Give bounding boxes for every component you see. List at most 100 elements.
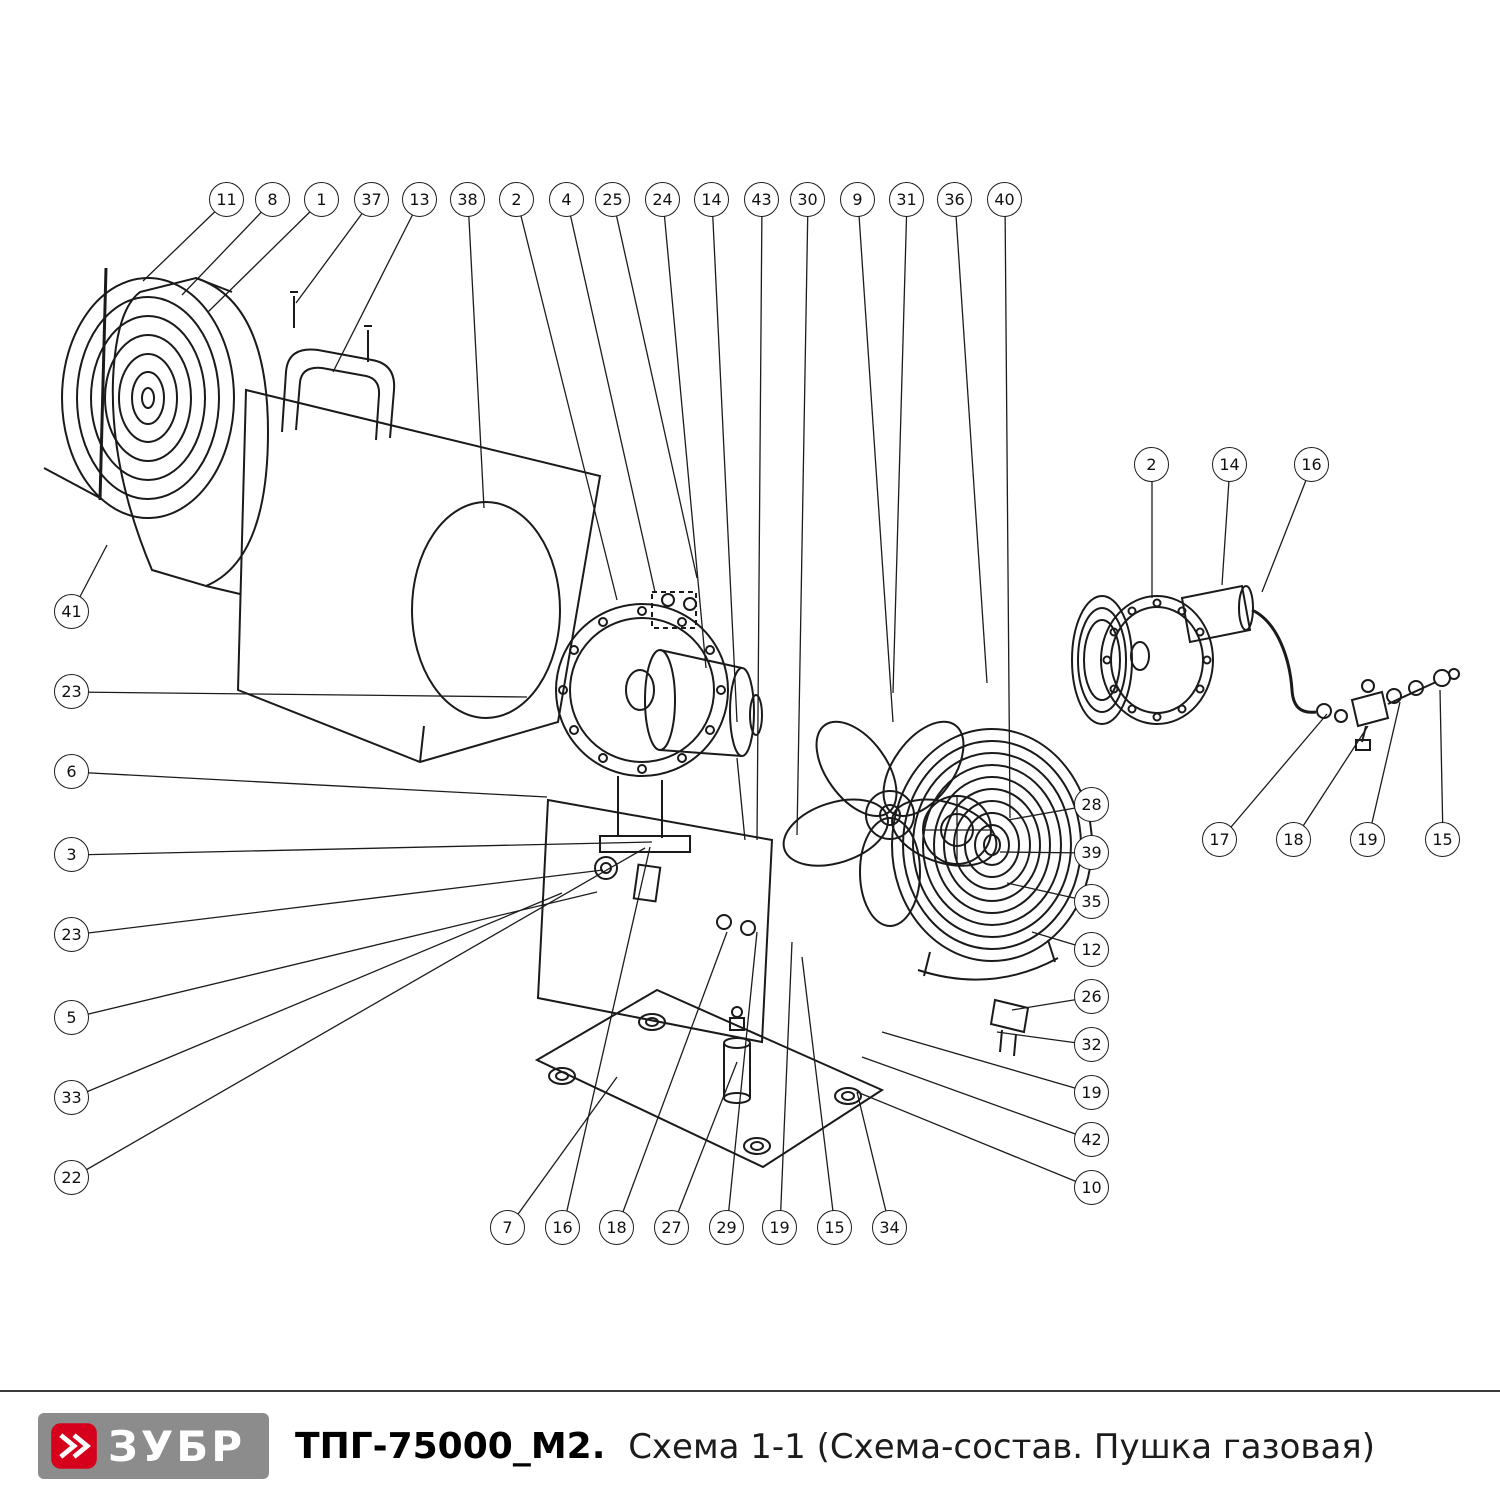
leader-line <box>756 199 763 841</box>
drawing-caption: ТПГ-75000_М2. Схема 1-1 (Схема-состав. П… <box>295 1426 1375 1467</box>
carry-handle <box>281 291 396 441</box>
leader-line <box>71 891 598 1019</box>
callout-balloon-19: 19 <box>1074 1075 1109 1110</box>
callout-balloon-7: 7 <box>490 1210 525 1245</box>
leader-line <box>892 199 908 694</box>
callout-balloon-43: 43 <box>744 182 779 217</box>
zubr-logo: ЗУБР <box>38 1413 270 1479</box>
leader-line <box>71 847 646 1179</box>
callout-balloon-9: 9 <box>840 182 875 217</box>
leader-line <box>1293 725 1369 841</box>
callout-balloon-4: 4 <box>549 182 584 217</box>
leader-line <box>954 199 988 684</box>
callout-balloon-6: 6 <box>54 754 89 789</box>
exploded-drawing <box>43 267 1460 1169</box>
leader-line <box>1221 464 1231 586</box>
callout-balloon-27: 27 <box>654 1210 689 1245</box>
callout-balloon-34: 34 <box>872 1210 907 1245</box>
callout-balloon-1: 1 <box>304 182 339 217</box>
callout-balloon-36: 36 <box>937 182 972 217</box>
callout-balloon-32: 32 <box>1074 1027 1109 1062</box>
callout-balloon-12: 12 <box>1074 932 1109 967</box>
leader-line <box>181 199 274 296</box>
callout-balloon-35: 35 <box>1074 884 1109 919</box>
front-guard-grille <box>43 267 235 519</box>
leader-line <box>562 846 651 1229</box>
callout-balloon-41: 41 <box>54 594 89 629</box>
scheme-title: Схема 1-1 (Схема-состав. Пушка газовая) <box>628 1426 1376 1467</box>
callout-balloon-16: 16 <box>545 1210 580 1245</box>
callout-balloon-14: 14 <box>694 182 729 217</box>
callout-balloon-28: 28 <box>1074 787 1109 822</box>
leader-line <box>779 941 793 1229</box>
callout-balloon-18: 18 <box>1276 822 1311 857</box>
callout-balloon-10: 10 <box>1074 1170 1109 1205</box>
leader-line <box>71 892 563 1099</box>
leader-line <box>142 199 228 282</box>
brand-name: ЗУБР <box>108 1421 246 1471</box>
leader-line <box>71 841 653 856</box>
control-box <box>536 798 774 1044</box>
leader-line <box>566 199 656 593</box>
leader-line <box>295 199 373 304</box>
leader-line <box>612 199 698 579</box>
callout-balloon-26: 26 <box>1074 979 1109 1014</box>
callout-balloon-11: 11 <box>209 182 244 217</box>
callout-balloon-29: 29 <box>709 1210 744 1245</box>
callout-balloon-19: 19 <box>1350 822 1385 857</box>
callout-balloon-42: 42 <box>1074 1122 1109 1157</box>
callout-balloon-3: 3 <box>54 837 89 872</box>
leader-line <box>726 931 758 1229</box>
leader-line <box>207 199 323 313</box>
leader-line <box>671 1061 738 1229</box>
callout-balloon-31: 31 <box>889 182 924 217</box>
leader-line <box>332 199 421 373</box>
leader-line <box>856 1091 1093 1189</box>
callout-balloon-8: 8 <box>255 182 290 217</box>
model-number: ТПГ-75000_М2. <box>295 1425 606 1467</box>
power-plug <box>989 998 1030 1057</box>
footer: ЗУБР ТПГ-75000_М2. Схема 1-1 (Схема-сост… <box>0 1390 1500 1500</box>
leader-line <box>801 956 836 1229</box>
leader-line <box>1367 701 1401 841</box>
leader-line <box>1219 713 1328 841</box>
leader-line <box>856 1091 891 1229</box>
leader-line <box>1261 464 1313 593</box>
leader-line <box>861 1056 1093 1141</box>
callout-balloon-24: 24 <box>645 182 680 217</box>
callout-balloon-40: 40 <box>987 182 1022 217</box>
leader-line <box>1439 689 1444 841</box>
leader-line <box>71 869 604 936</box>
callout-balloon-30: 30 <box>790 182 825 217</box>
callout-balloon-25: 25 <box>595 182 630 217</box>
leader-line <box>881 1031 1093 1094</box>
leader-lines <box>71 199 1444 1229</box>
body-shell <box>236 388 602 764</box>
callout-balloon-17: 17 <box>1202 822 1237 857</box>
callout-balloon-15: 15 <box>1425 822 1460 857</box>
detail-burner-subassembly <box>1071 584 1254 725</box>
callout-balloon-14: 14 <box>1212 447 1247 482</box>
callout-balloon-23: 23 <box>54 674 89 709</box>
callout-balloon-5: 5 <box>54 1000 89 1035</box>
leader-line <box>507 1076 618 1229</box>
callout-balloon-33: 33 <box>54 1080 89 1115</box>
callout-balloon-37: 37 <box>354 182 389 217</box>
leader-line <box>71 691 528 698</box>
callout-balloon-13: 13 <box>402 182 437 217</box>
gas-valve-cylinder <box>723 1006 751 1104</box>
callout-balloon-38: 38 <box>450 182 485 217</box>
callout-balloon-2: 2 <box>499 182 534 217</box>
burner-flange <box>555 591 729 777</box>
callout-balloon-19: 19 <box>762 1210 797 1245</box>
zubr-arrow-icon <box>51 1423 97 1469</box>
leader-line <box>516 199 618 601</box>
callout-balloon-18: 18 <box>599 1210 634 1245</box>
callout-balloon-16: 16 <box>1294 447 1329 482</box>
fan-impeller <box>782 720 998 927</box>
leader-line <box>857 199 894 723</box>
detail-gas-pipe-valve <box>1251 608 1460 751</box>
